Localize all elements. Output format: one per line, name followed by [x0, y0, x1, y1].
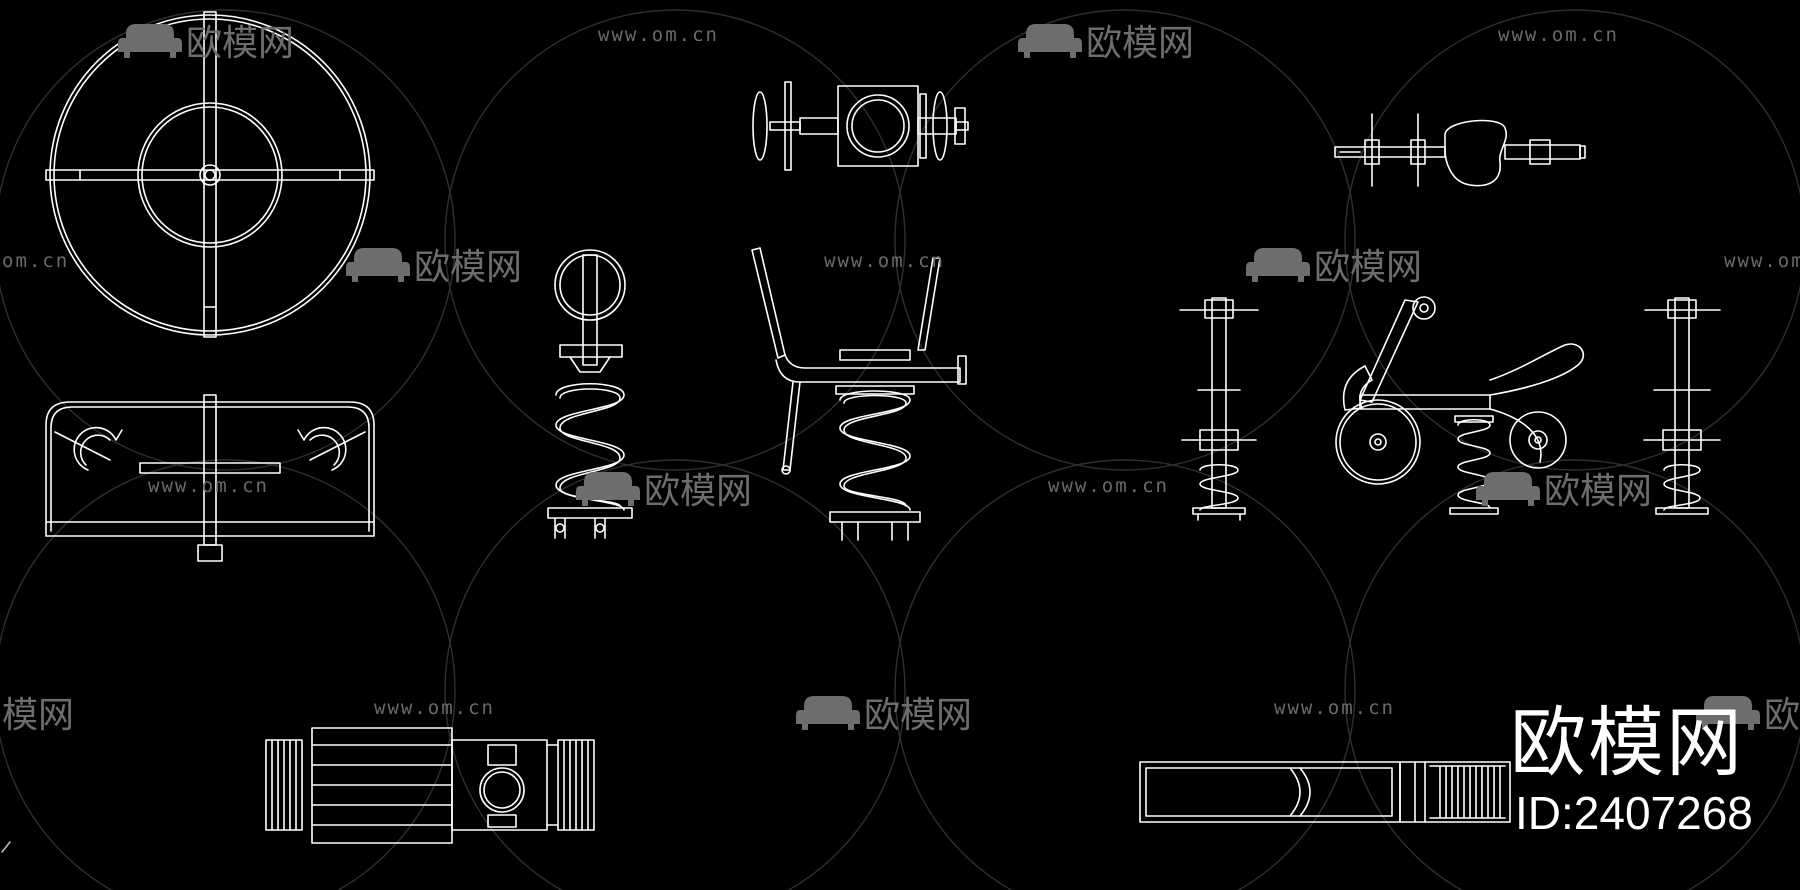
watermark-logo-5: 欧模网	[576, 462, 752, 514]
motorcycle-rider-rear	[1643, 297, 1721, 515]
watermark-url-7: www.om.cn	[1048, 475, 1169, 497]
sofa-icon	[118, 24, 182, 58]
watermark-logo-4: 欧模网	[1246, 238, 1422, 290]
sofa-icon	[796, 696, 860, 730]
sofa-icon	[1476, 472, 1540, 506]
watermark-logo-text: 欧模网	[1764, 695, 1800, 736]
sofa-icon	[1696, 696, 1760, 730]
motorcycle-rider-front	[1179, 297, 1259, 521]
motorcycle-top-view	[1334, 113, 1586, 187]
watermark-circles	[0, 9, 1800, 890]
spring-chair-side	[751, 247, 967, 541]
slat-bench-top-view	[265, 727, 595, 844]
slide-plan	[1139, 761, 1511, 823]
spinner-top-view	[45, 11, 375, 338]
watermark-logo-6: 欧模网	[1476, 462, 1652, 514]
sofa-icon	[346, 248, 410, 282]
watermark-logo-3: 欧模网	[346, 238, 522, 290]
watermark-logo-text: 欧模网	[864, 695, 973, 736]
spinner-elevation	[45, 394, 375, 562]
watermark-logo-text: 欧模网	[1086, 23, 1195, 64]
watermark-url-9: www.om.cn	[1274, 697, 1395, 719]
watermark-logo-9: 欧模网	[1696, 686, 1800, 738]
watermark-logo-text: 欧模网	[186, 23, 295, 64]
brand-id: ID:2407268	[1515, 787, 1753, 839]
corner-mark	[1, 841, 11, 853]
watermark-logo-text: 欧模网	[644, 471, 753, 512]
watermark-logo-2: 欧模网	[1018, 14, 1194, 66]
watermark-logo-7: 模网	[2, 686, 74, 738]
watermark-logo-text: 欧模网	[1544, 471, 1653, 512]
motorcycle-rider-side	[1335, 296, 1584, 515]
watermark-url-1: www.om.cn	[598, 24, 719, 46]
spring-rider-front	[547, 249, 633, 539]
watermark-url-6: www.om.cn	[148, 475, 269, 497]
sofa-icon	[576, 472, 640, 506]
watermark-logo-text: 欧模网	[414, 247, 523, 288]
sofa-icon	[1246, 248, 1310, 282]
watermark-logo-text: 欧模网	[1314, 247, 1423, 288]
watermark-logo-text: 模网	[2, 695, 75, 736]
watermark-url-3: om.cn	[2, 250, 70, 272]
watermark-logo-8: 欧模网	[796, 686, 972, 738]
watermark-url-8: www.om.cn	[374, 697, 495, 719]
sofa-icon	[1018, 24, 1082, 58]
spring-rider-top-view	[752, 81, 969, 171]
watermark-url-2: www.om.cn	[1498, 24, 1619, 46]
watermark-url-4: www.om.cn	[824, 250, 945, 272]
watermark-logo-1: 欧模网	[118, 14, 294, 66]
brand-logo-text: 欧模网	[1510, 698, 1744, 787]
watermark-url-5: www.om.cn	[1724, 250, 1800, 272]
